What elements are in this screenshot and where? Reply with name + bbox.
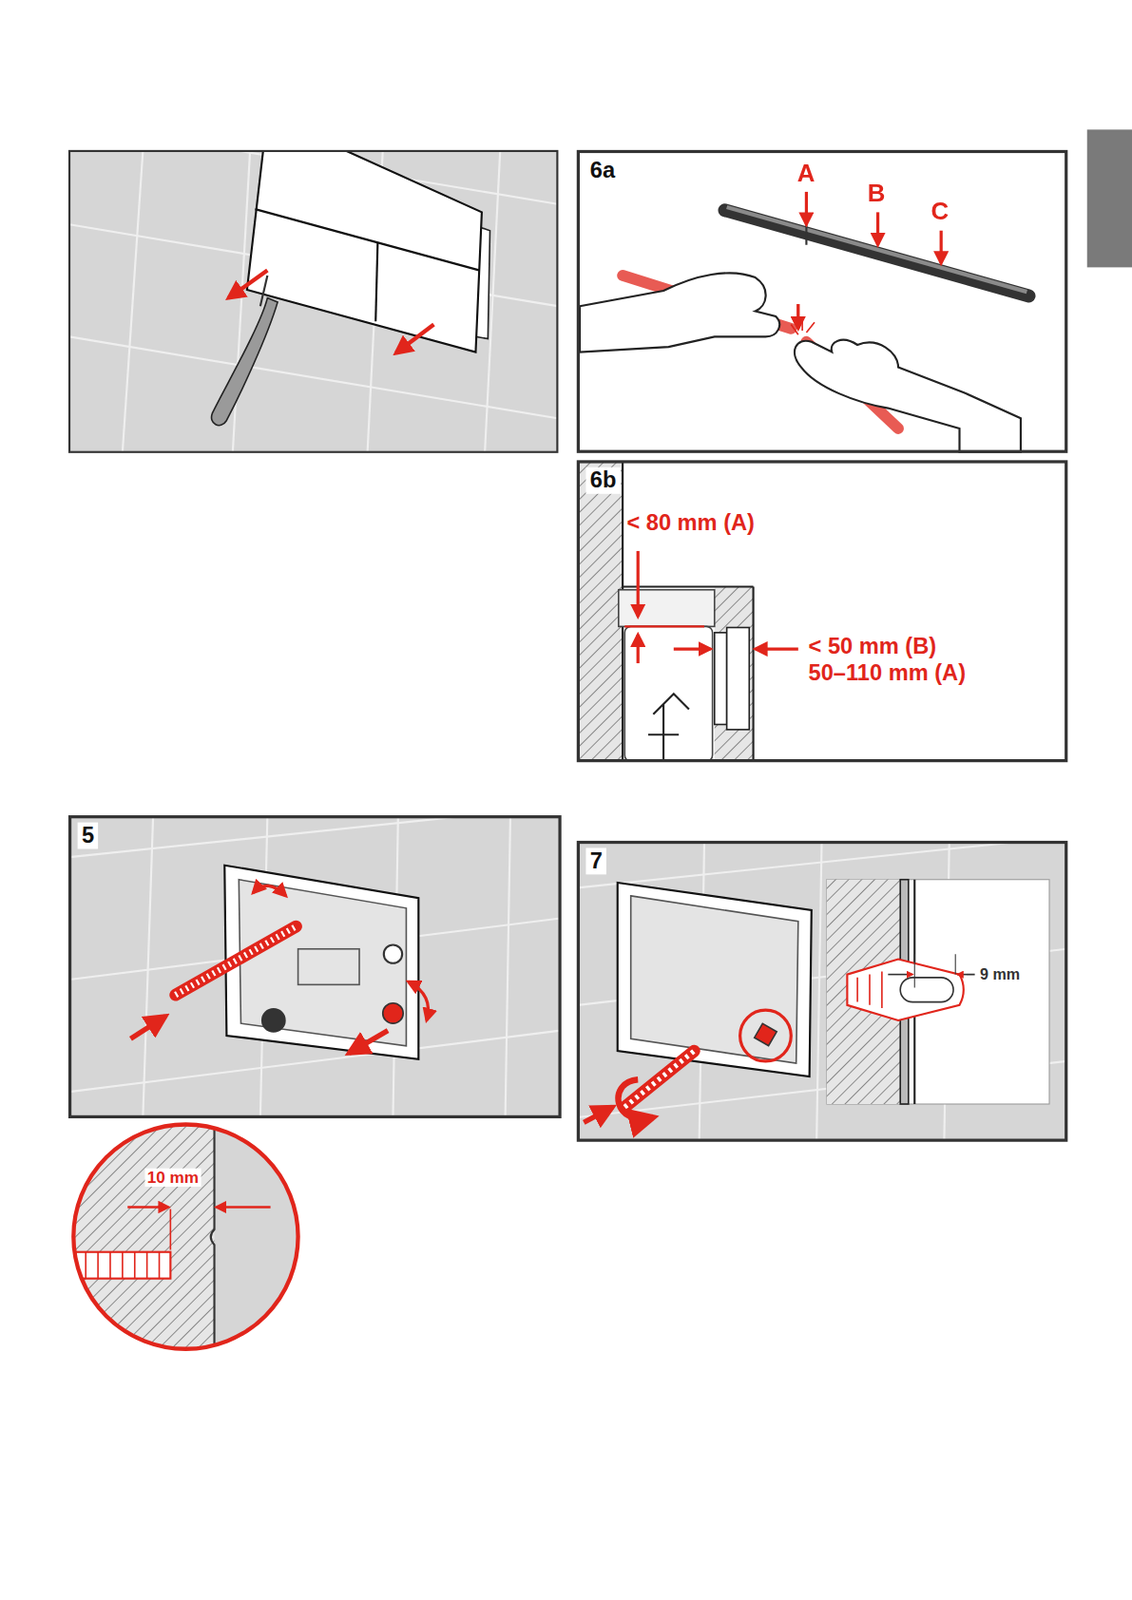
step-panel: 7	[577, 842, 1067, 1142]
step-number: 5	[77, 823, 99, 850]
part-letter: C	[930, 196, 949, 226]
step-number: 7	[585, 847, 607, 875]
step-panel: 5	[69, 816, 561, 1118]
step-panel: 6b	[577, 460, 1067, 762]
dimension-label: < 80 mm (A)	[624, 510, 757, 537]
rod	[724, 207, 1029, 296]
threaded-rod	[175, 926, 297, 996]
step-panel: 6a	[577, 151, 1067, 453]
step-number: 6a	[585, 156, 619, 184]
dimension-label: 9 mm	[978, 965, 1022, 984]
part-letter: B	[867, 178, 886, 208]
part-letter: A	[797, 159, 816, 189]
step-number: 6b	[585, 467, 620, 495]
tab	[1087, 129, 1132, 268]
dimension-label: 50–110 mm (A)	[805, 660, 968, 687]
dimension-label: 10 mm	[144, 1169, 201, 1189]
dimension-label: < 50 mm (B)	[805, 633, 939, 660]
